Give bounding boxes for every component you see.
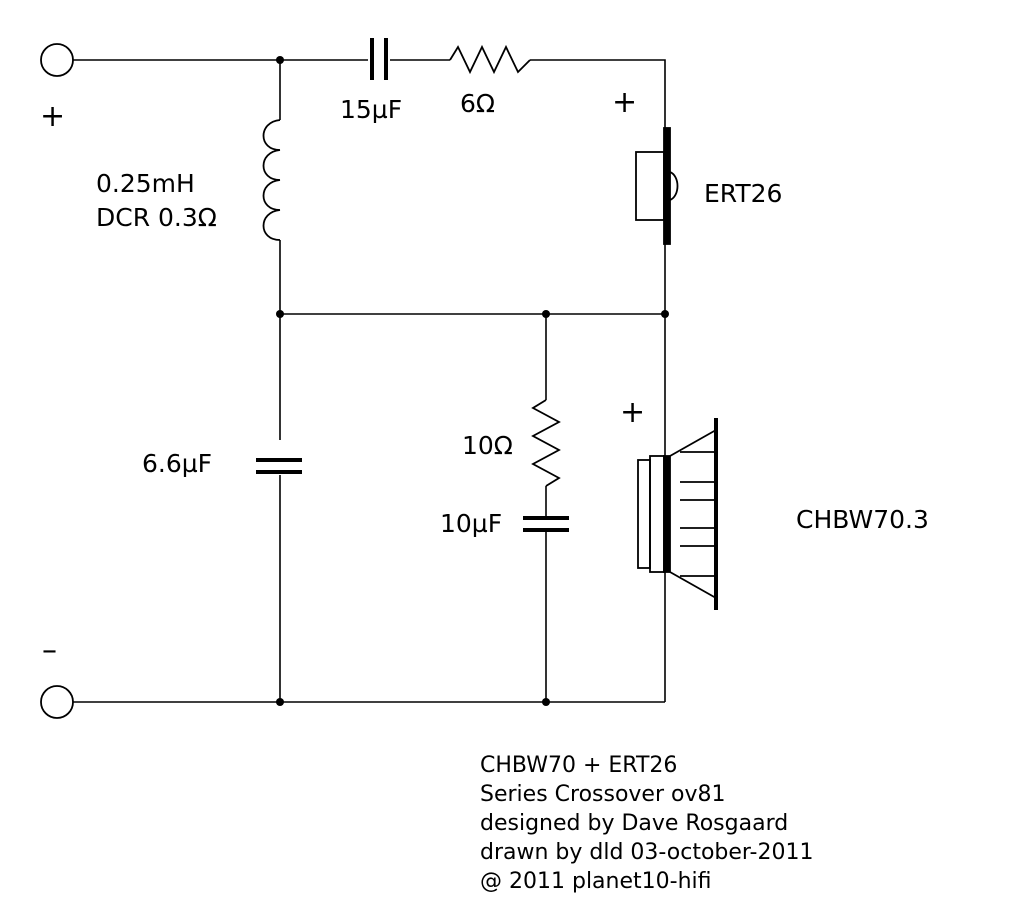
capacitor-15uf xyxy=(370,38,388,80)
woofer-driver xyxy=(637,418,718,610)
negative-input-terminal[interactable] xyxy=(40,685,74,719)
tweeter-driver xyxy=(635,127,679,245)
positive-terminal-sign: + xyxy=(40,99,65,134)
resistor-6ohm-label: 6Ω xyxy=(460,89,495,118)
capacitor-10uf-label: 10µF xyxy=(440,509,502,538)
credits-line-5: @ 2011 planet10-hifi xyxy=(480,869,711,894)
tweeter-name-label: ERT26 xyxy=(704,179,782,208)
junction-node xyxy=(276,698,284,706)
credits-line-1: CHBW70 + ERT26 xyxy=(480,753,677,778)
resistor-6ohm xyxy=(449,44,531,75)
negative-terminal-sign: – xyxy=(42,633,57,668)
inductor-dcr-label: DCR 0.3Ω xyxy=(96,203,217,232)
inductor-coil xyxy=(262,119,281,241)
wire-top-rail-right xyxy=(530,59,666,128)
inductor-value-label: 0.25mH xyxy=(96,169,195,198)
junction-node xyxy=(542,698,550,706)
resistor-10ohm-label: 10Ω xyxy=(462,431,513,460)
credits-line-2: Series Crossover ov81 xyxy=(480,782,725,807)
resistor-10ohm xyxy=(531,399,561,487)
junction-node xyxy=(661,310,669,318)
capacitor-6-6uf xyxy=(256,458,302,474)
credits-line-4: drawn by dld 03-october-2011 xyxy=(480,840,813,865)
junction-node xyxy=(276,310,284,318)
capacitor-6-6uf-label: 6.6µF xyxy=(142,449,212,478)
woofer-polarity-sign: + xyxy=(620,395,645,430)
credits-line-3: designed by Dave Rosgaard xyxy=(480,811,788,836)
capacitor-10uf xyxy=(523,516,569,532)
capacitor-15uf-label: 15µF xyxy=(340,95,402,124)
tweeter-polarity-sign: + xyxy=(612,85,637,120)
junction-node xyxy=(276,56,284,64)
junction-node xyxy=(542,310,550,318)
woofer-name-label: CHBW70.3 xyxy=(796,505,929,534)
positive-input-terminal[interactable] xyxy=(40,43,74,77)
